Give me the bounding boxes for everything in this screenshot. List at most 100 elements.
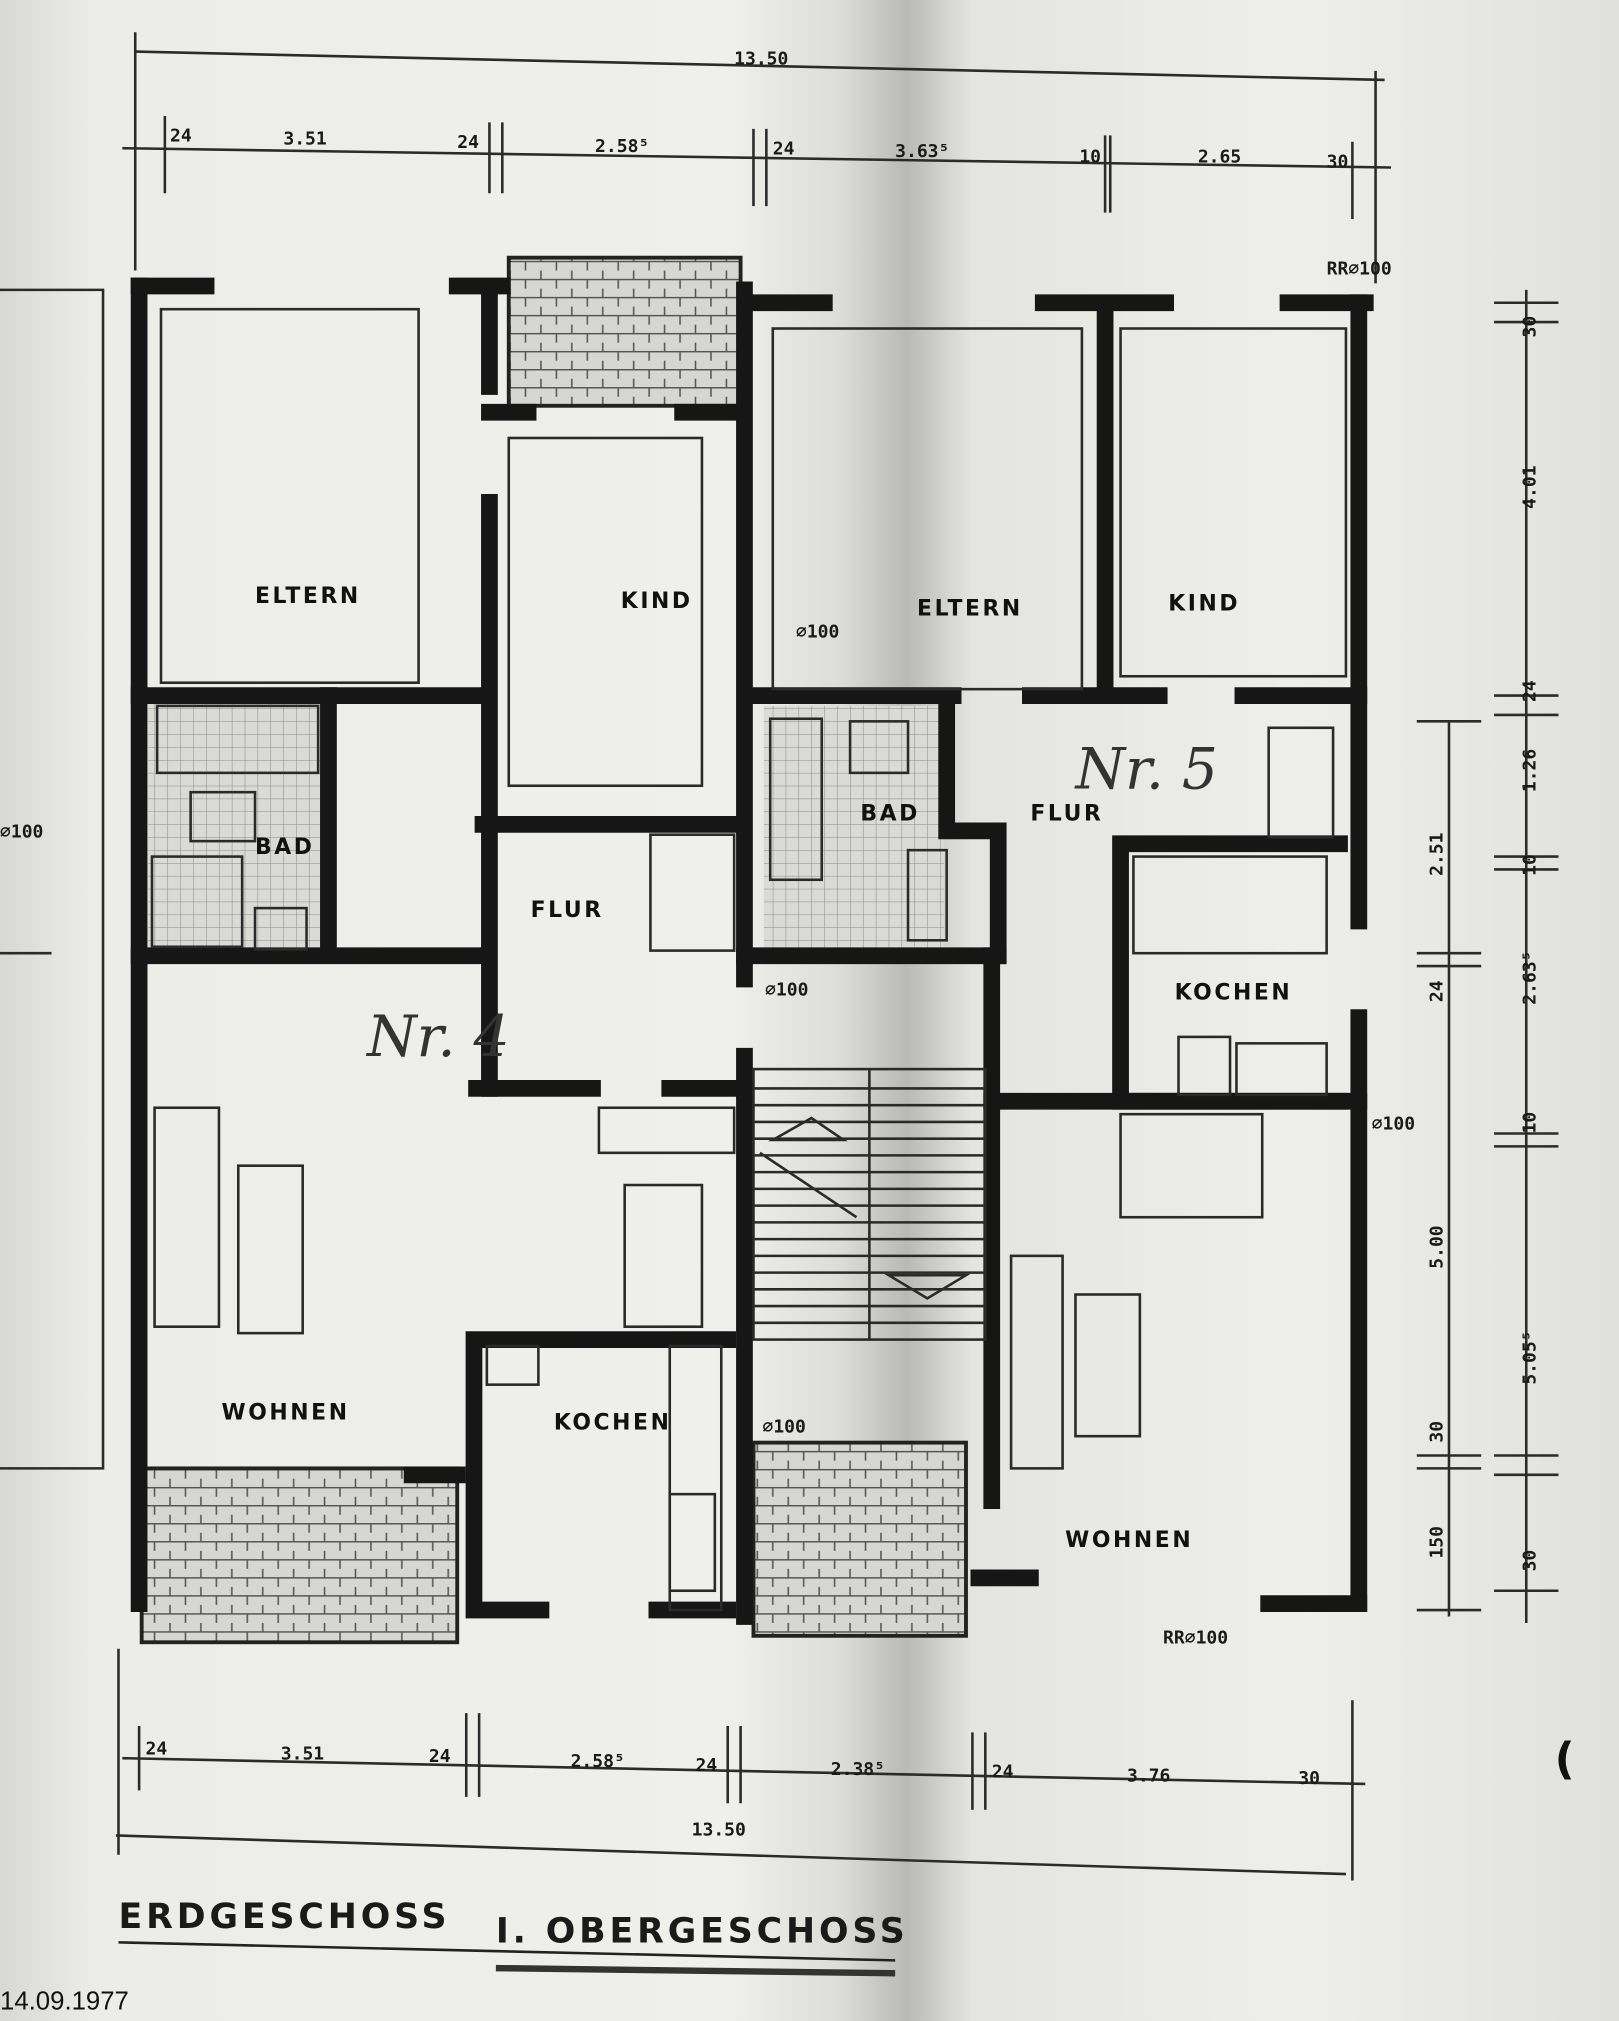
bathtub-unit4 <box>155 704 320 775</box>
entrance-landing <box>751 1440 968 1638</box>
sofa-unit4 <box>153 1106 221 1328</box>
room-label-eltern-unit5: ELTERN <box>917 597 1023 622</box>
dim-right-seg: 30 <box>1519 1550 1540 1572</box>
desk-unit5 <box>1119 1112 1264 1219</box>
dim-right-seg: 30 <box>1519 316 1540 338</box>
unit-number-4: Nr. 4 <box>365 1004 510 1070</box>
pipe-annotation-stair-top: ⌀100 <box>765 980 808 1001</box>
dim-right-seg: 1.26 <box>1519 749 1540 792</box>
washbasin-unit4 <box>189 790 257 843</box>
sofa-unit5 <box>1009 1254 1064 1470</box>
unit-number-5: Nr. 5 <box>1073 736 1218 802</box>
dim-right-seg: 24 <box>1519 680 1540 702</box>
dim-bottom-seg: 3.76 <box>1127 1765 1170 1786</box>
pipe-annotation-left: ⌀100 <box>0 821 43 842</box>
dim-bottom-seg: 24 <box>146 1738 168 1759</box>
room-label-eltern-unit4: ELTERN <box>255 584 361 609</box>
title-obergeschoss: I. OBERGESCHOSS <box>496 1911 909 1951</box>
stove-unit5 <box>1177 1035 1232 1097</box>
furniture <box>150 307 1348 1612</box>
dim-right-seg: 4.01 <box>1519 465 1540 508</box>
room-label-wohnen-unit5: WOHNEN <box>1065 1528 1193 1553</box>
rr-annotation-top: RR⌀100 <box>1327 258 1392 279</box>
table-unit4 <box>236 1164 304 1335</box>
dim-top-seg: 24 <box>773 139 795 160</box>
room-label-flur-unit4: FLUR <box>531 898 604 923</box>
dim-right-inner-seg: 150 <box>1427 1526 1448 1559</box>
staircase <box>752 1067 987 1341</box>
dim-top-seg: 2.65 <box>1198 146 1241 167</box>
dim-right-seg: 2.63⁵ <box>1519 950 1540 1004</box>
bed-kind-unit4 <box>507 436 704 788</box>
sink-unit5 <box>1235 1042 1328 1097</box>
dim-bottom-seg: 30 <box>1298 1768 1320 1789</box>
kitchen-counter-unit5 <box>1132 855 1328 955</box>
dim-top-seg: 3.63⁵ <box>895 141 949 162</box>
bed-kind-unit5 <box>1119 327 1348 678</box>
toilet-unit5 <box>906 848 948 942</box>
dim-right-inner-seg: 24 <box>1427 980 1448 1002</box>
wardrobe-unit5 <box>1267 726 1335 839</box>
room-label-wohnen-unit4: WOHNEN <box>222 1400 350 1425</box>
dim-top-seg: 30 <box>1327 152 1349 173</box>
room-label-bad-unit5: BAD <box>860 802 920 827</box>
dim-right-seg: 10 <box>1519 1112 1540 1134</box>
fridge-unit4 <box>485 1344 540 1386</box>
dim-bottom-seg: 24 <box>696 1755 718 1776</box>
pipe-annotation-stair-bottom: ⌀100 <box>762 1416 805 1437</box>
dim-top-seg: 24 <box>457 132 479 153</box>
dim-bottom-seg: 2.58⁵ <box>571 1751 625 1772</box>
kitchen-counter-unit4 <box>668 1344 723 1612</box>
sideboard-unit4 <box>597 1106 736 1155</box>
bed-eltern-unit5 <box>771 327 1084 691</box>
balcony-bottom-left <box>139 1466 460 1645</box>
dim-bottom-seg: 3.51 <box>281 1743 324 1764</box>
dim-top-total: 13.50 <box>734 48 788 69</box>
room-label-kochen-unit4: KOCHEN <box>554 1411 672 1436</box>
balcony-top <box>506 255 743 408</box>
dim-top-seg: 2.58⁵ <box>595 136 649 157</box>
title-underline <box>118 1941 896 1962</box>
dining-table-unit4 <box>623 1183 704 1328</box>
neighbour-building-outline <box>0 288 105 1470</box>
dim-right-inner-seg: 2.51 <box>1427 833 1448 876</box>
room-label-flur-unit5: FLUR <box>1030 802 1103 827</box>
title-erdgeschoss: ERDGESCHOSS <box>118 1897 450 1937</box>
pipe-annotation-eltern: ⌀100 <box>796 622 839 643</box>
room-label-kind-unit5: KIND <box>1168 592 1240 617</box>
walls <box>130 277 1374 1625</box>
washbasin-unit5 <box>848 720 910 775</box>
dim-top-seg: 10 <box>1079 146 1101 167</box>
date-stamp: 14.09.1977 <box>0 1987 129 2015</box>
bed-eltern-unit4 <box>159 307 420 684</box>
bathroom-tiles-unit4 <box>148 702 326 950</box>
pipe-annotation-right: ⌀100 <box>1372 1114 1415 1135</box>
dim-right-inner-seg: 30 <box>1427 1421 1448 1443</box>
toilet-unit4 <box>150 855 244 949</box>
title-underline-double <box>495 1964 896 1977</box>
dim-right-seg: 5.05⁵ <box>1519 1330 1540 1384</box>
wardrobe-unit4 <box>649 833 736 952</box>
edge-mark: ( <box>1555 1734 1575 1785</box>
bathroom-tiles-unit5 <box>763 705 945 949</box>
dim-bottom-total: 13.50 <box>692 1819 746 1840</box>
room-label-kind-unit4: KIND <box>621 589 693 614</box>
dimension-line-right: 30 4.01 24 1.26 10 2.63⁵ 10 5.05⁵ 30 2.5… <box>1416 289 1559 1623</box>
rr-annotation-bottom: RR⌀100 <box>1163 1628 1228 1649</box>
stove-unit4 <box>668 1492 717 1593</box>
shower-unit4 <box>253 906 308 951</box>
dim-bottom-seg: 24 <box>992 1761 1014 1782</box>
dim-top-seg: 24 <box>170 126 192 147</box>
dim-bottom-seg: 2.38⁵ <box>831 1759 885 1780</box>
dimension-line-bottom: 24 3.51 24 2.58⁵ 24 2.38⁵ 24 3.76 30 13.… <box>115 1648 1366 1881</box>
room-label-kochen-unit5: KOCHEN <box>1175 981 1293 1006</box>
dim-right-seg: 10 <box>1519 854 1540 876</box>
dim-right-inner-seg: 5.00 <box>1427 1225 1448 1268</box>
dimension-line-top: 13.50 24 3.51 24 2.58⁵ 24 3.63⁵ 10 2.65 … <box>122 32 1392 284</box>
room-label-bad-unit4: BAD <box>255 835 315 860</box>
bathtub-unit5 <box>768 717 824 882</box>
table-unit5 <box>1074 1293 1142 1438</box>
dim-bottom-seg: 24 <box>429 1746 451 1767</box>
